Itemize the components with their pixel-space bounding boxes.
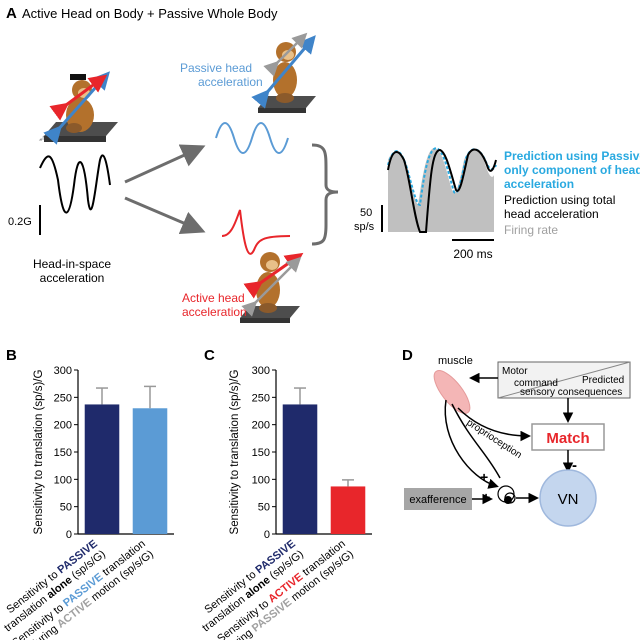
active-acceleration-trace	[221, 209, 291, 255]
monkey-left-illustration	[38, 71, 118, 145]
arrow-to-active	[124, 196, 206, 234]
monkey-top-illustration	[251, 32, 316, 113]
panel-c-tick-label: 0	[264, 529, 270, 541]
sum-node	[497, 485, 516, 504]
rate-scale-label-2: sp/s	[354, 221, 375, 233]
muscle-to-sum-arrow-2	[451, 403, 501, 479]
panel-a-letter: A	[6, 5, 17, 22]
panel-b-tick-label: 250	[54, 392, 72, 404]
panel-b-tick-label: 50	[60, 502, 72, 514]
legend-passive-only-2: only component of head	[504, 163, 640, 177]
motor-command-divider	[497, 361, 631, 399]
combine-brace	[311, 143, 339, 246]
firing-rate-plot	[381, 146, 497, 241]
panel-b-ylabel: Sensitivity to translation (sp/s)/G	[33, 370, 45, 535]
panel-b-tick-label: 300	[54, 365, 72, 377]
panel-c-tick-label: 200	[252, 420, 270, 432]
panel-c-tick-label: 300	[252, 365, 270, 377]
panel-b-tick-label: 0	[66, 529, 72, 541]
legend-passive-only-3: acceleration	[504, 177, 574, 191]
panel-b-tick-label: 100	[54, 474, 72, 486]
panel-c-ylabel: Sensitivity to translation (sp/s)/G	[229, 370, 241, 535]
predicted-label-2: sensory consequences	[520, 387, 622, 398]
motor-command-label-2: command	[514, 378, 558, 389]
monkey-bottom-illustration	[240, 252, 304, 323]
panel-b-letter: B	[6, 347, 17, 364]
panel-a-title: Active Head on Body + Passive Whole Body	[22, 6, 278, 21]
rate-scale-label-1: 50	[360, 207, 372, 219]
panel-b-tick-label: 200	[54, 420, 72, 432]
passive-acceleration-trace	[215, 122, 289, 154]
active-head-label-1: Active head	[182, 291, 245, 305]
panel-b-tick-label: 150	[54, 447, 72, 459]
prediction-total-trace	[387, 148, 497, 233]
muscle-shape	[433, 370, 471, 414]
panel-d-letter: D	[402, 347, 413, 364]
plus-sign-2: +	[482, 489, 490, 505]
active-head-label-2: acceleration	[182, 305, 247, 319]
panel-c-tick-label: 150	[252, 447, 270, 459]
proprioception-arrow	[457, 407, 531, 442]
legend-firing-rate: Firing rate	[504, 223, 558, 237]
passive-head-label-2: acceleration	[198, 75, 263, 89]
exafference-label: exafference	[409, 494, 466, 506]
legend-total-1: Prediction using total	[504, 193, 615, 207]
legend-passive-only-1: Prediction using Passive-	[504, 149, 640, 163]
plus-sign-1: +	[480, 469, 488, 485]
head-in-space-label-1: Head-in-space	[33, 257, 111, 271]
predicted-label-1: Predicted	[582, 375, 624, 386]
panel-c-bar-2	[330, 486, 366, 534]
panel-b-chart: 0 50 100 150 200 250 300	[54, 365, 174, 541]
panel-c-tick-label: 50	[258, 502, 270, 514]
vn-label: VN	[558, 491, 579, 508]
time-scale-label: 200 ms	[453, 247, 492, 261]
panel-c-letter: C	[204, 347, 215, 364]
arrow-to-passive	[124, 144, 206, 184]
head-in-space-trace	[39, 154, 111, 214]
panel-c-chart: 0 50 100 150 200 250 300	[252, 365, 372, 541]
exafference-box	[404, 488, 472, 510]
minus-sign: -	[572, 457, 577, 474]
muscle-label: muscle	[438, 355, 473, 367]
motor-command-label-1: Motor	[502, 366, 528, 377]
g-scale-label: 0.2G	[8, 216, 32, 228]
head-in-space-label-2: acceleration	[40, 271, 105, 285]
panel-b-bar-2	[132, 408, 168, 534]
passive-head-label-1: Passive head	[180, 61, 252, 75]
muscle-to-sum-arrow	[444, 399, 499, 489]
match-label: Match	[546, 430, 589, 447]
panel-c-bar-1	[282, 404, 318, 534]
vn-node	[539, 469, 597, 527]
panel-b-bar-1	[84, 404, 120, 534]
panel-c-tick-label: 250	[252, 392, 270, 404]
panel-c-tick-label: 100	[252, 474, 270, 486]
legend-total-2: head acceleration	[504, 207, 599, 221]
